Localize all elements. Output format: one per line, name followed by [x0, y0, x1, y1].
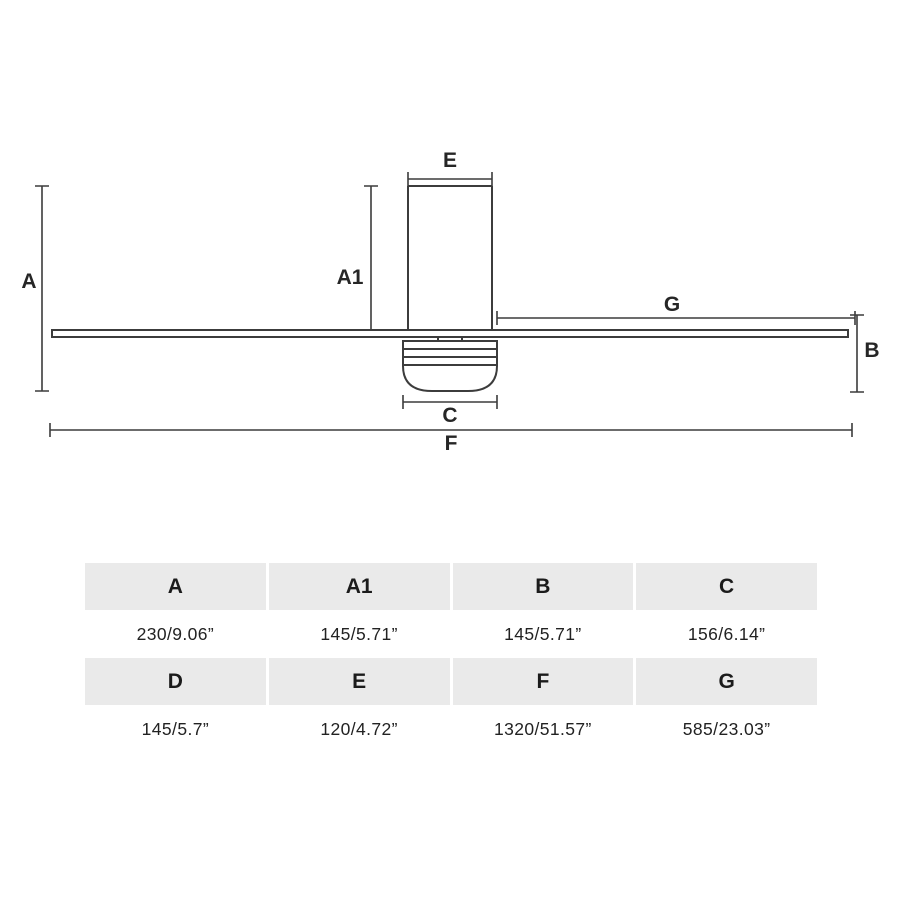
fan-outline [51, 185, 849, 392]
dim-a-line [35, 185, 49, 392]
dim-f-line [49, 423, 853, 437]
dim-g-line [496, 311, 856, 325]
fan-diagram-svg: E A1 A G B C F [21, 149, 879, 455]
table-header-f: F [452, 658, 634, 705]
dim-label-c: C [442, 404, 457, 427]
dimensions-table: A A1 B C 230/9.06” 145/5.71” 145/5.71” 1… [85, 563, 817, 753]
dim-e-line [407, 172, 493, 186]
table-value-c: 156/6.14” [636, 610, 817, 658]
table-header-c: C [636, 563, 817, 610]
table-header-g: G [636, 658, 817, 705]
fan-blades [51, 329, 849, 338]
dim-label-f: F [445, 432, 458, 455]
dim-label-a1: A1 [337, 266, 364, 289]
table-header-a1: A1 [268, 563, 450, 610]
table-value-a: 230/9.06” [85, 610, 266, 658]
table-value-d: 145/5.7” [85, 705, 266, 753]
fan-dimension-diagram: E A1 A G B C F [21, 149, 879, 455]
dim-label-b: B [864, 339, 879, 362]
dim-b-line [850, 314, 864, 393]
dim-label-e: E [443, 149, 457, 172]
fan-rod [407, 185, 493, 330]
table-header-b: B [452, 563, 634, 610]
table-header-a: A [85, 563, 266, 610]
fan-motor-rings [403, 348, 497, 366]
table-header-d: D [85, 658, 266, 705]
table-value-e: 120/4.72” [268, 705, 450, 753]
table-value-b: 145/5.71” [452, 610, 634, 658]
table-header-e: E [268, 658, 450, 705]
dim-label-g: G [664, 293, 680, 316]
dim-c-line [402, 395, 498, 409]
dimension-lines [35, 172, 864, 437]
table-value-g: 585/23.03” [636, 705, 817, 753]
table-value-f: 1320/51.57” [452, 705, 634, 753]
dim-label-a: A [21, 270, 36, 293]
dim-a1-line [364, 185, 378, 331]
table-value-a1: 145/5.71” [268, 610, 450, 658]
